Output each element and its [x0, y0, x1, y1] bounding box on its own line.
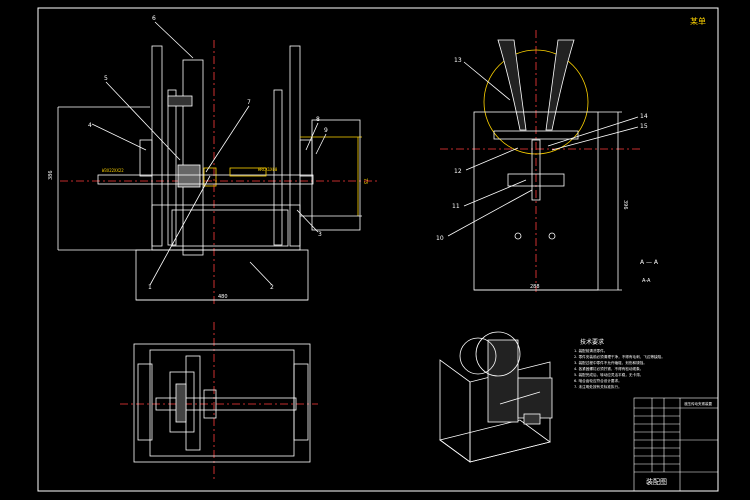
- tech-line-6: 6. 啮合齿轮应符合设计要求。: [574, 378, 622, 383]
- callout-15: 15: [640, 123, 648, 130]
- side-view-callouts: 13 14 15 12 11 10 A — A A-A 288 396: [436, 57, 659, 290]
- front-view: [57, 21, 380, 305]
- tech-line-2: 2. 零件安装前必须清理干净，不得有毛刺、飞边等缺陷。: [574, 354, 665, 359]
- top-view: [120, 322, 318, 480]
- callout-9: 9: [324, 127, 328, 134]
- title-block-top-note: 液压传动夹紧装置: [684, 401, 712, 406]
- side-view: [440, 30, 640, 292]
- tech-line-5: 5. 装配完成后，转动应灵活平稳，无卡滞。: [574, 372, 643, 377]
- callout-4: 4: [88, 122, 92, 129]
- callout-12: 12: [454, 168, 462, 175]
- title-mark: 某单: [690, 16, 706, 26]
- tech-line-4: 4. 各紧固螺钉必须拧紧，不得有松动现象。: [574, 366, 643, 371]
- section-label: A — A: [640, 259, 659, 266]
- border-frame: [37, 7, 719, 492]
- yellow-label-left: W3X22XX22: [102, 168, 124, 173]
- callout-6: 6: [152, 15, 156, 22]
- yellow-label-right: HRCX1X60: [258, 167, 278, 172]
- title-block: [633, 397, 719, 492]
- isometric-view: [439, 331, 553, 463]
- dim-height-left: 386: [48, 170, 54, 180]
- title-block-bottom-text: 装配图: [646, 477, 667, 486]
- front-view-callouts: 6 5 4 7 8 9 3 2 1 386 73 480 W3X22XX22 H…: [48, 15, 368, 300]
- tech-requirements: 技术要求 1. 装配前清洗零件。 2. 零件安装前必须清理干净，不得有毛刺、飞边…: [574, 338, 665, 389]
- callout-8: 8: [316, 116, 320, 123]
- dim-side-height: 396: [622, 200, 628, 210]
- callout-11: 11: [452, 203, 460, 210]
- tech-line-1: 1. 装配前清洗零件。: [574, 348, 607, 353]
- tech-line-7: 7. 未注明处按有关标准执行。: [574, 384, 622, 389]
- callout-14: 14: [640, 113, 648, 120]
- callout-2: 2: [270, 284, 274, 291]
- callout-13: 13: [454, 57, 462, 64]
- tech-line-3: 3. 装配过程中零件不允许磕碰、划伤和锈蚀。: [574, 360, 647, 365]
- dim-side-width: 288: [530, 284, 540, 290]
- callout-7: 7: [247, 99, 251, 106]
- tech-title: 技术要求: [580, 338, 604, 346]
- section-note: A-A: [642, 278, 651, 284]
- dim-width-bottom: 480: [218, 294, 228, 300]
- callout-10: 10: [436, 235, 444, 242]
- dim-height-right: 73: [362, 178, 368, 184]
- callout-1: 1: [148, 284, 152, 291]
- callout-5: 5: [104, 75, 108, 82]
- callout-3: 3: [318, 231, 322, 238]
